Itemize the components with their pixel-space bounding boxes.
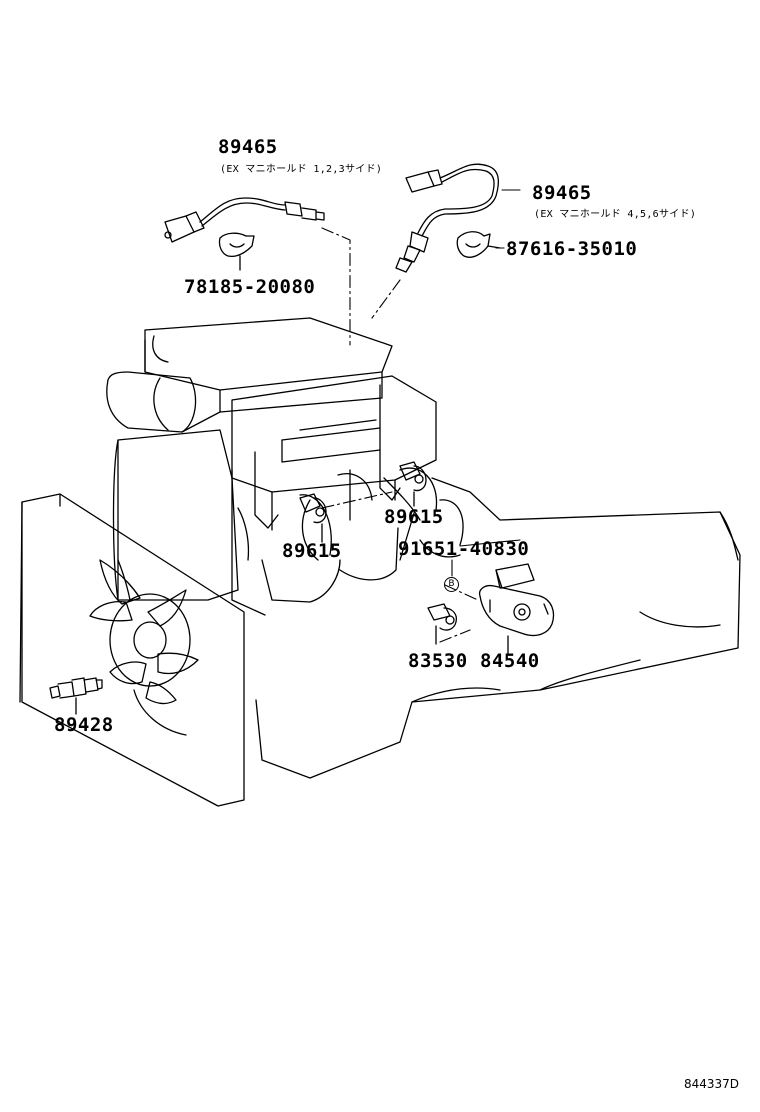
cooling-fan: [89, 559, 199, 736]
clamp-left-part-number: 78185-20080: [184, 276, 316, 298]
sensor-right-part-number: 89615: [384, 506, 444, 528]
clamp-left: [218, 232, 255, 271]
throttle-position-sensor: [478, 563, 555, 655]
sensor-89615-right: [399, 461, 427, 507]
bolt-marker: B: [444, 577, 459, 592]
transmission: [255, 477, 741, 779]
drawing-code: 844337D: [684, 1077, 740, 1091]
o2-right-part-number: 89465: [532, 182, 592, 204]
leader-lines: [321, 227, 479, 643]
bolt-part-number: 91651-40830: [398, 538, 530, 560]
engine-block: [106, 317, 464, 616]
throttle-part-number: 84540: [480, 650, 540, 672]
o2-sensor-left: [164, 197, 325, 243]
clamp-right-part-number: 87616-35010: [506, 238, 638, 260]
sensor-89615-left: [299, 493, 327, 543]
clamp-right: [456, 231, 501, 258]
sensor-left-part-number: 89615: [282, 540, 342, 562]
water-temp-part-number: 89428: [54, 714, 114, 736]
o2-right-note: (EX マニホールド 4,5,6サイド): [534, 209, 697, 220]
water-temp-sensor: [49, 677, 103, 715]
switch-part-number: 83530: [408, 650, 468, 672]
o2-left-part-number: 89465: [218, 136, 278, 158]
o2-sensor-right: [395, 163, 500, 273]
o2-left-note: (EX マニホールド 1,2,3サイド): [220, 164, 383, 175]
label-leaders: [451, 189, 521, 577]
radiator: [19, 493, 245, 807]
switch-83530: [427, 603, 458, 645]
